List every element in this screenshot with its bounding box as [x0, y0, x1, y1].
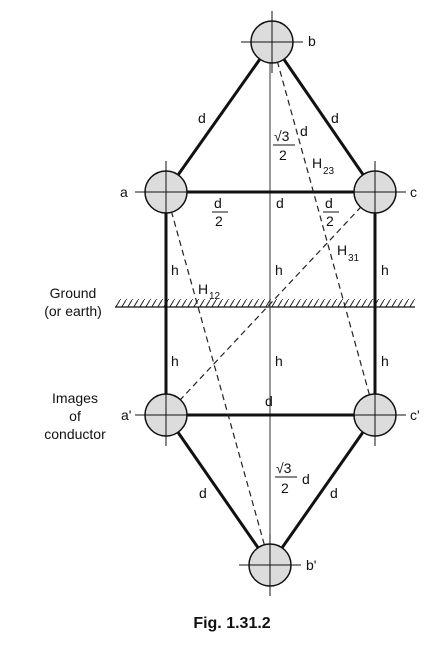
- label-h-left-lower: h: [171, 353, 179, 369]
- svg-text:√3: √3: [274, 128, 290, 144]
- label-c: c: [410, 184, 417, 200]
- lower-sqrt3-over-2-d: √3 2 d: [275, 460, 310, 496]
- conductor-c: [344, 161, 406, 223]
- label-h-center-lower: h: [275, 353, 283, 369]
- images-label: Images of conductor: [44, 390, 106, 442]
- label-c-image: c': [410, 407, 420, 423]
- svg-text:√3: √3: [276, 460, 292, 476]
- conductor-a-image: [135, 384, 197, 446]
- label-d-bc-image: d: [330, 485, 338, 501]
- svg-text:H: H: [312, 155, 322, 171]
- label-d-ab: d: [198, 110, 206, 126]
- dashed-image-distances: [165, 41, 376, 566]
- conductor-b: [241, 11, 303, 73]
- label-h31: H 31: [337, 242, 360, 264]
- height-lines: [164, 192, 377, 415]
- svg-text:d: d: [300, 123, 308, 139]
- svg-text:Images: Images: [52, 390, 98, 406]
- svg-text:Ground: Ground: [50, 285, 97, 301]
- label-b-image: b': [306, 557, 316, 573]
- svg-text:(or earth): (or earth): [44, 303, 102, 319]
- label-h-center-upper: h: [275, 262, 283, 278]
- svg-text:H: H: [198, 281, 208, 297]
- figure-caption: Fig. 1.31.2: [193, 615, 270, 632]
- lower-triangle: [164, 413, 377, 566]
- label-d-bc: d: [331, 110, 339, 126]
- label-d-ab-image: d: [199, 485, 207, 501]
- label-a: a: [120, 184, 128, 200]
- right-d-over-2: d 2: [323, 195, 339, 229]
- svg-text:d: d: [214, 195, 222, 211]
- svg-text:2: 2: [279, 147, 287, 163]
- left-d-over-2: d 2: [212, 195, 228, 229]
- label-h12: H 12: [198, 281, 221, 302]
- label-d-center-lower: d: [265, 393, 273, 409]
- ground-line: [115, 299, 415, 308]
- svg-text:31: 31: [348, 253, 360, 264]
- ground-label: Ground (or earth): [44, 285, 102, 319]
- svg-text:H: H: [337, 242, 347, 258]
- svg-text:2: 2: [326, 213, 334, 229]
- label-d-center-upper: d: [276, 195, 284, 211]
- svg-text:d: d: [325, 195, 333, 211]
- svg-text:12: 12: [209, 291, 221, 302]
- upper-sqrt3-over-2-d: √3 2 d: [273, 123, 308, 163]
- upper-triangle: [164, 41, 377, 194]
- svg-text:d: d: [302, 471, 310, 487]
- svg-text:2: 2: [281, 480, 289, 496]
- conductor-b-image: [239, 534, 301, 596]
- svg-text:2: 2: [215, 213, 223, 229]
- label-h-right-upper: h: [381, 262, 389, 278]
- svg-text:23: 23: [323, 166, 335, 177]
- label-a-image: a': [121, 407, 131, 423]
- svg-text:of: of: [69, 408, 81, 424]
- conductor-c-image: [344, 384, 406, 446]
- label-h-left-upper: h: [171, 262, 179, 278]
- svg-text:conductor: conductor: [44, 426, 106, 442]
- label-b: b: [308, 33, 316, 49]
- label-h-right-lower: h: [381, 353, 389, 369]
- label-h23: H 23: [312, 155, 335, 177]
- conductor-a: [135, 161, 197, 223]
